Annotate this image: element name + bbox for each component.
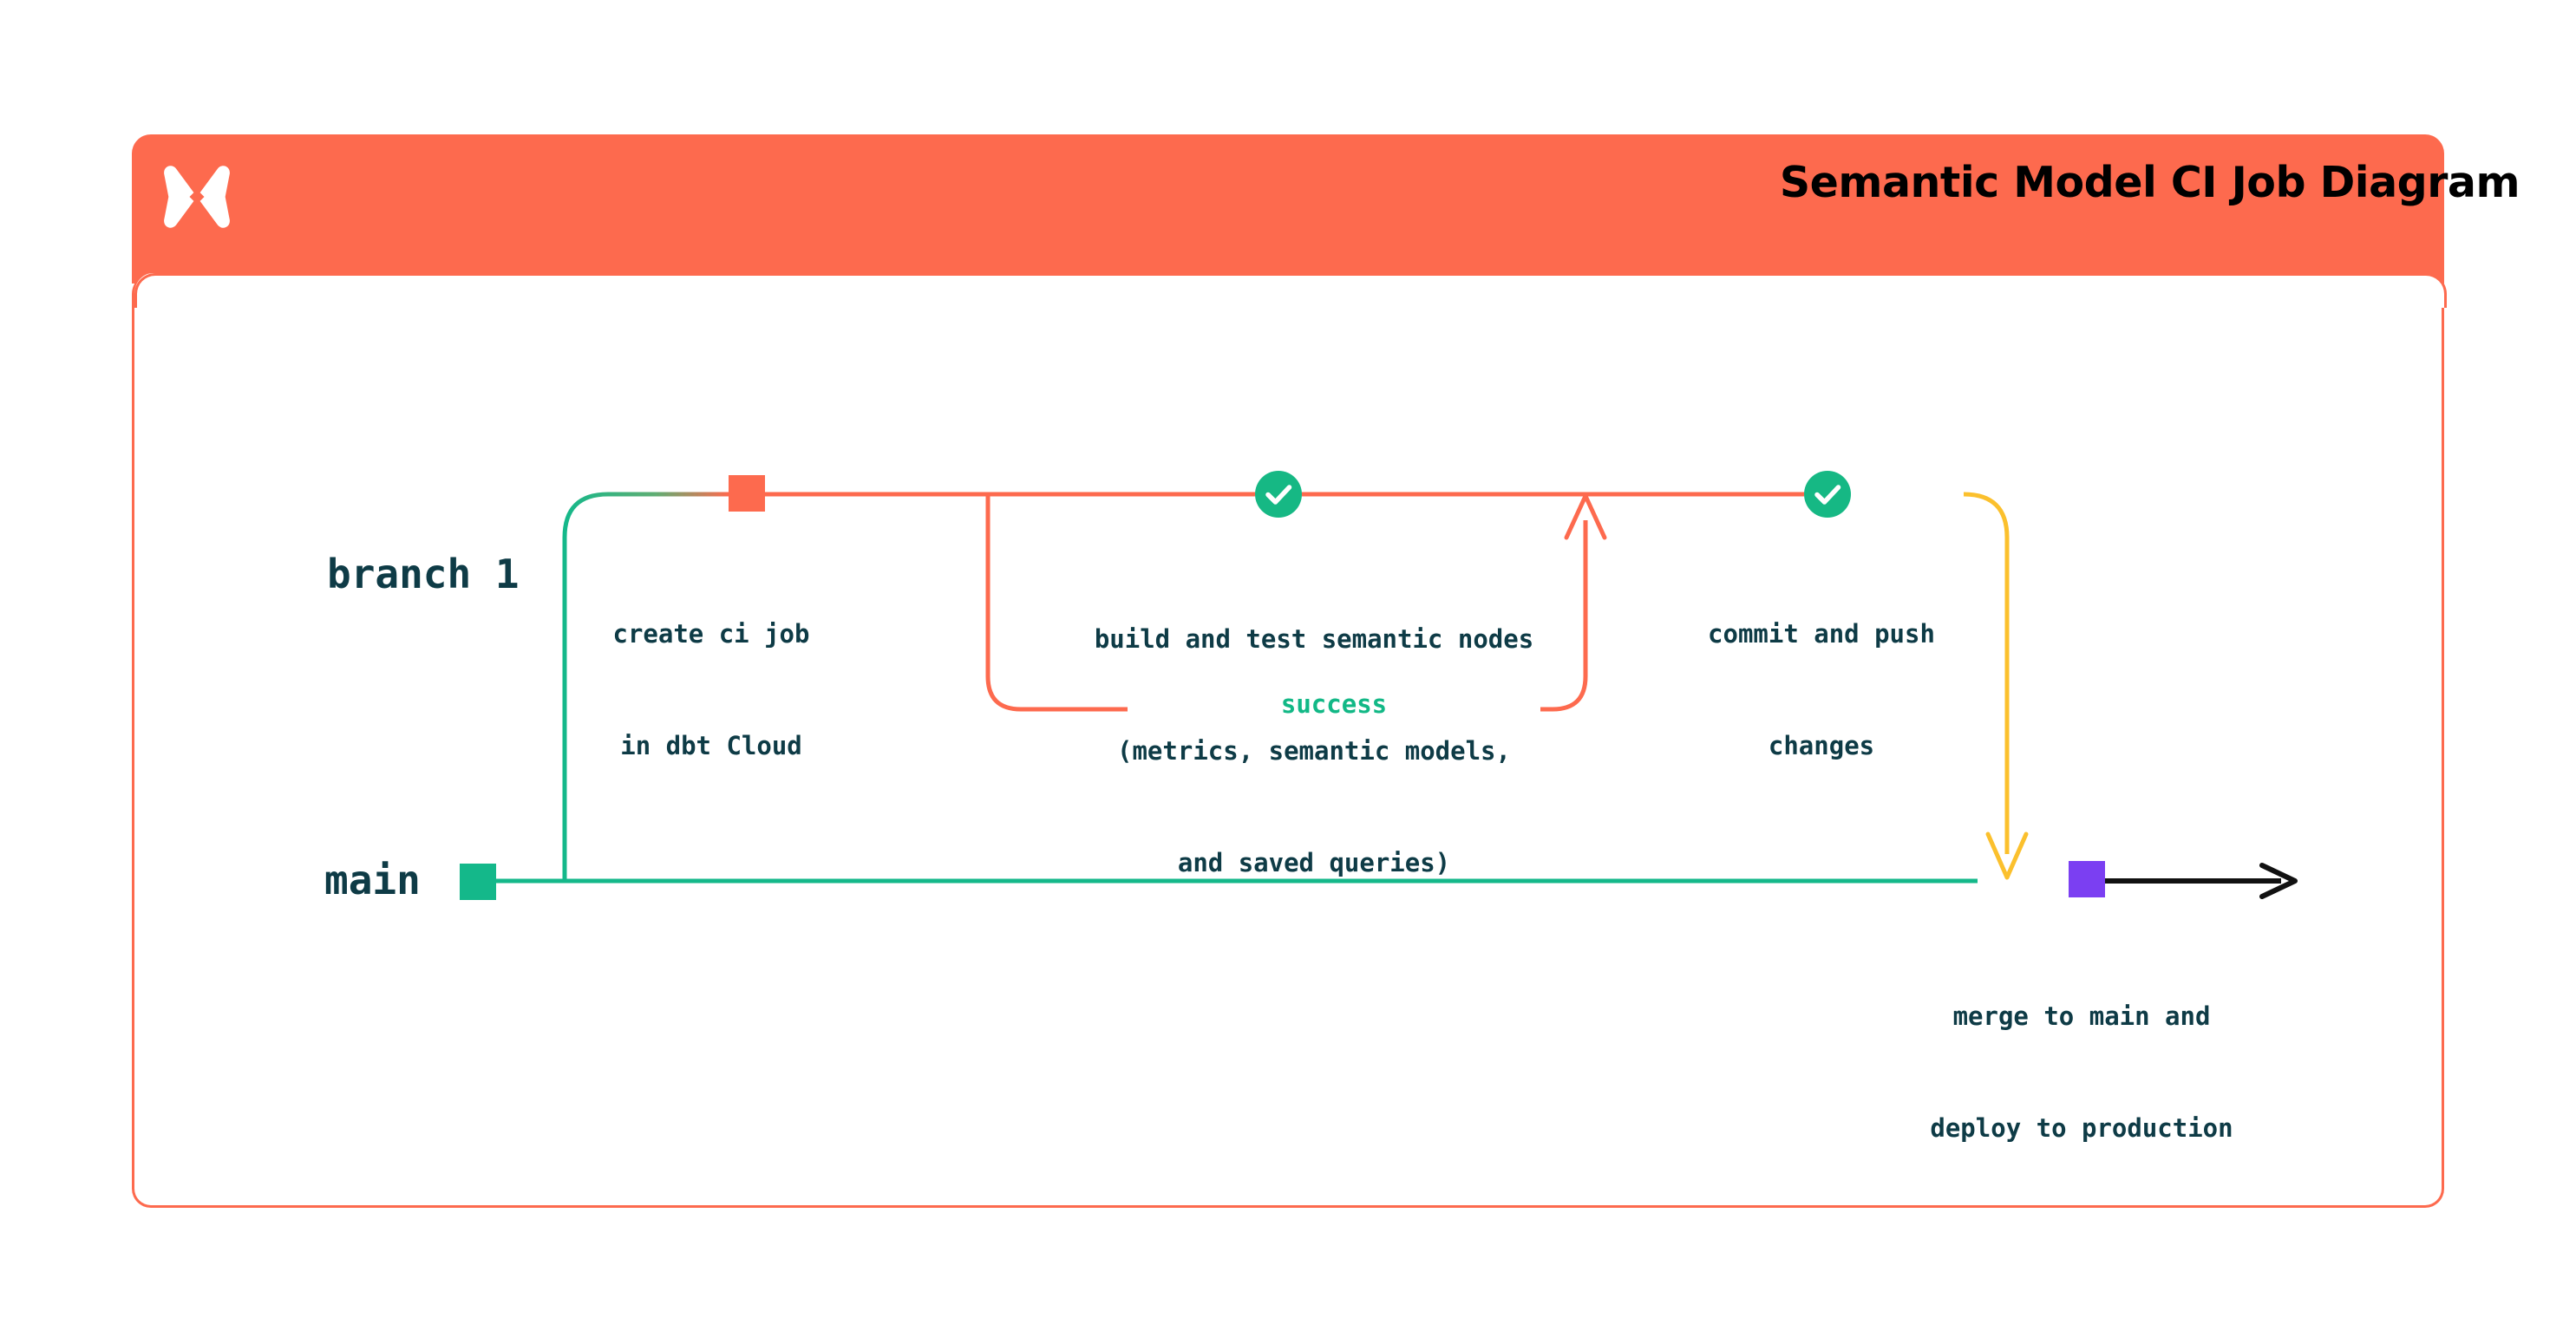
caption-line: and saved queries) [1177,848,1451,877]
caption-line: commit and push [1708,619,1935,649]
card-body [132,273,2447,1208]
caption-create-ci-job: create ci job in dbt Cloud [520,541,902,802]
edge-label-success: success [1128,689,1540,719]
card-header [132,134,2444,284]
check-circle-icon-build-and-test[interactable] [1255,471,1302,518]
caption-line: build and test semantic nodes [1094,624,1534,654]
caption-line: (metrics, semantic models, [1117,736,1511,766]
dbt-logo-icon [160,160,234,234]
caption-line: merge to main and [1952,1001,2211,1031]
caption-line: deploy to production [1930,1113,2233,1143]
commit-marker-merge-to-main[interactable] [2069,861,2105,897]
diagram-card [132,134,2447,1208]
caption-build-and-test: build and test semantic nodes (metrics, … [928,546,1700,919]
caption-line: create ci job [612,619,810,649]
commit-marker-main-start[interactable] [460,864,496,900]
caption-merge-to-main: merge to main and deploy to production [1769,923,2394,1184]
caption-line: changes [1768,731,1875,760]
check-circle-icon-commit-and-push[interactable] [1804,471,1851,518]
caption-line: in dbt Cloud [620,731,802,760]
row-label-main: main [324,857,421,903]
card-body-top-edge [134,273,2447,308]
commit-marker-create-ci-job[interactable] [729,475,765,512]
caption-commit-and-push: commit and push changes [1509,541,2134,802]
page-title: Semantic Model CI Job Diagram [1779,158,2520,207]
row-label-branch1: branch 1 [327,551,520,597]
